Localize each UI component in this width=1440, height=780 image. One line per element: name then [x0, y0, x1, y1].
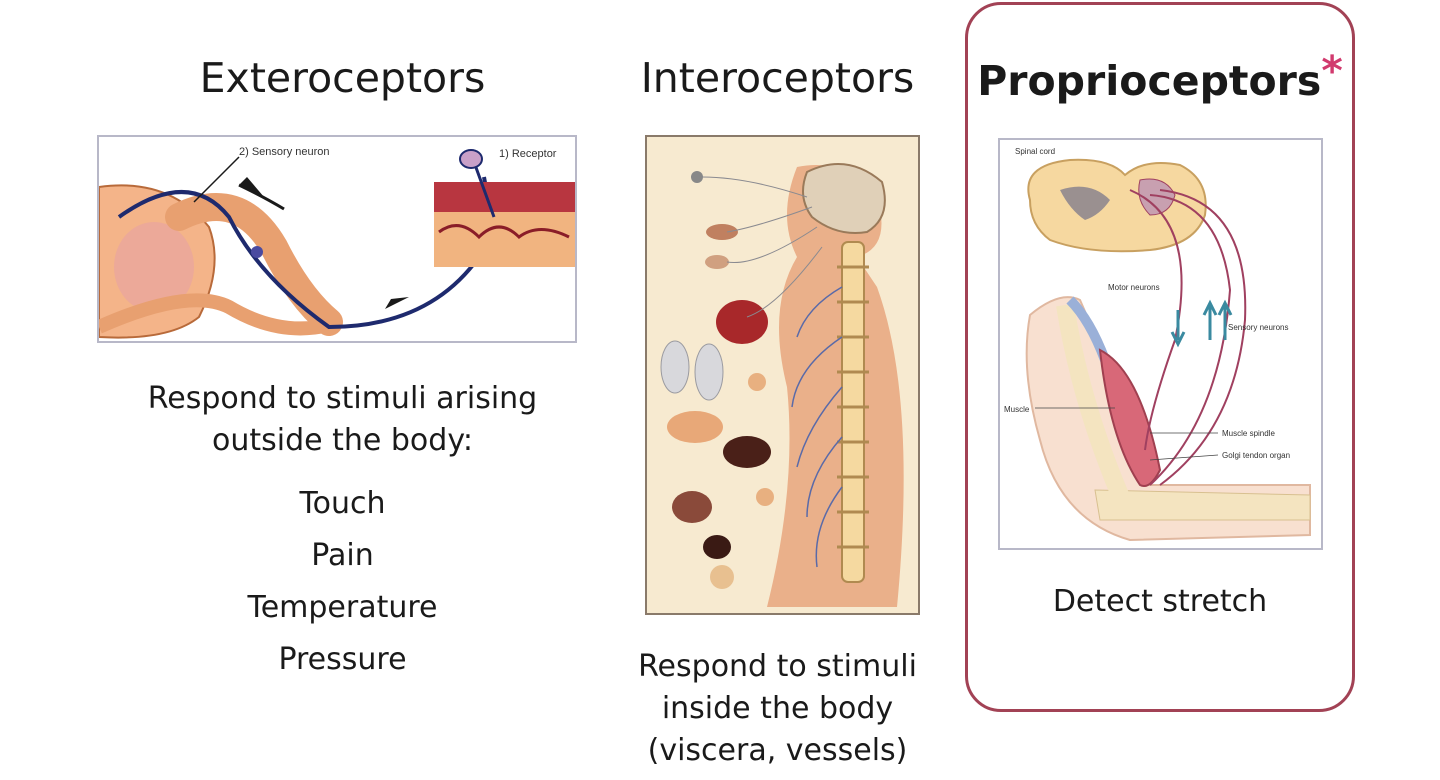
sensory-neurons-label: Sensory neurons: [1228, 323, 1288, 332]
interoceptors-description-line-1: Respond to stimuli: [638, 649, 917, 684]
intestine-icon: [672, 491, 712, 523]
arrow-up-icon: [1217, 299, 1233, 340]
muscle-spindle-label: Muscle spindle: [1222, 429, 1275, 438]
liver-icon: [723, 436, 771, 468]
epidermis-shape: [434, 182, 575, 212]
stomach-icon: [667, 411, 723, 443]
label-leader-line: [193, 156, 240, 203]
lung-icon: [660, 340, 690, 394]
interoceptor-illustration: [660, 163, 904, 607]
heart-icon: [716, 300, 768, 344]
example-item: Pressure: [278, 642, 407, 677]
nerve-root-shape: [165, 193, 343, 336]
proprioceptor-diagram: Spinal cord Motor neurons Sensory neuron…: [998, 138, 1323, 550]
exteroceptor-illustration: 2) Sensory neuron 1) Receptor: [96, 146, 575, 339]
proprioceptors-description: Detect stretch: [1052, 584, 1268, 619]
gland-icon: [756, 488, 774, 506]
arrow-down-icon: [1170, 310, 1186, 348]
proprioceptor-illustration: Spinal cord Motor neurons Sensory neuron…: [1004, 147, 1311, 542]
arrow-up-icon: [1202, 299, 1218, 340]
eye-icon: [691, 171, 703, 183]
dermis-shape: [434, 212, 575, 267]
golgi-tendon-organ-label: Golgi tendon organ: [1222, 451, 1290, 460]
interoceptor-diagram: [645, 135, 920, 615]
sensory-neuron-label: 2) Sensory neuron: [239, 146, 330, 158]
muscle-label: Muscle: [1004, 405, 1030, 414]
interoceptors-description-line-3: (viscera, vessels): [647, 733, 908, 768]
forearm-bone: [1094, 489, 1311, 521]
spinal-cord-label: Spinal cord: [1015, 147, 1055, 156]
arrow-left-icon: [385, 297, 409, 309]
arrow-up-icon: [239, 177, 264, 197]
interoceptors-title: Interoceptors: [640, 54, 915, 102]
organ-icon: [705, 255, 729, 269]
receptor-label: 1) Receptor: [499, 148, 557, 160]
spinal-cord-section: [1027, 158, 1207, 253]
gray-matter-shape: [114, 222, 194, 312]
gray-matter-right: [1138, 178, 1176, 216]
capillary-shape: [438, 224, 570, 240]
body-silhouette: [767, 165, 904, 607]
example-item: Touch: [299, 486, 386, 521]
exteroceptors-example-list: Touch Pain Temperature Pressure: [70, 478, 615, 686]
humerus-bone: [1056, 303, 1129, 499]
example-item: Pain: [311, 538, 374, 573]
cranial-nerves: [701, 176, 823, 318]
exteroceptors-description: Respond to stimuli arising outside the b…: [70, 378, 615, 462]
nerve-shape: [96, 293, 331, 336]
exteroceptors-description-line-2: outside the body:: [211, 423, 474, 458]
receptor-icon: [459, 149, 483, 169]
lung-icon: [694, 343, 724, 401]
exteroceptors-description-line-1: Respond to stimuli arising: [147, 381, 538, 416]
arm-shape: [1025, 296, 1311, 542]
exteroceptors-title: Exteroceptors: [199, 54, 486, 102]
proprioceptors-title-text: Proprioceptors: [977, 57, 1322, 105]
asterisk-icon: *: [1321, 47, 1343, 95]
receptor-stalk: [472, 161, 496, 218]
kidney-icon: [703, 535, 731, 559]
brain-shape: [802, 163, 886, 234]
interoceptors-description: Respond to stimuli inside the body (visc…: [615, 646, 940, 772]
arrow-line: [238, 183, 285, 211]
motor-neurons-label: Motor neurons: [1108, 283, 1160, 292]
exteroceptor-diagram: 2) Sensory neuron 1) Receptor: [96, 135, 577, 343]
nerve-network: [791, 286, 843, 568]
spine-vertebrae: [837, 241, 869, 583]
gray-matter-left: [1060, 186, 1110, 220]
tongue-icon: [706, 224, 738, 240]
ganglion-cell: [251, 246, 263, 258]
proprioceptors-title: Proprioceptors*: [968, 47, 1352, 105]
example-item: Temperature: [247, 590, 438, 625]
proprioceptors-column: Proprioceptors* Spi: [965, 2, 1355, 712]
bladder-icon: [710, 565, 734, 589]
label-leader-lines: [1035, 407, 1219, 461]
gland-icon: [748, 373, 766, 391]
interoceptors-description-line-2: inside the body: [661, 691, 894, 726]
